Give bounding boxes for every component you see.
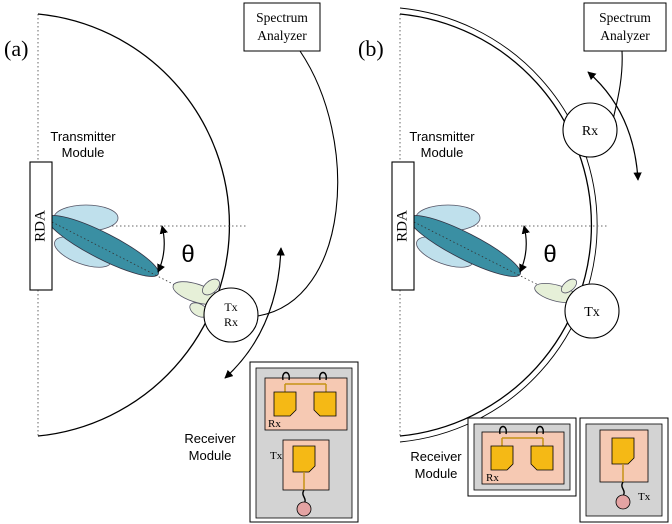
- tx-lobe-side-b: [560, 278, 578, 294]
- inset-tx-label-b: Tx: [638, 491, 651, 503]
- beam-direction-line-b: [413, 221, 573, 303]
- rda-box-b: [391, 161, 415, 291]
- rx-cable-right-a: [319, 371, 327, 381]
- spectrum-analyzer-label-b-2: Analyzer: [600, 28, 650, 43]
- theta-arrow-b: [519, 225, 530, 273]
- panel-b: Spectrum Analyzer (b) Rx Transmitter Mod…: [358, 2, 669, 523]
- beam-direction-line-a: [51, 221, 209, 303]
- rx-patch-left-b: [490, 445, 514, 471]
- panel-a: Spectrum Analyzer (a) Transmitter Module…: [4, 2, 359, 523]
- panel-label-a: (a): [4, 36, 28, 61]
- transmitter-module-label-b: Transmitter: [409, 129, 475, 144]
- spectrum-analyzer-box-a: [243, 2, 321, 52]
- node-tx-label-a: Tx: [224, 300, 237, 314]
- movement-arrow-a: [224, 247, 285, 379]
- tx-node-b: [564, 283, 620, 339]
- rx-patch-left-a: [273, 391, 297, 417]
- transmitter-module-label-b-2: Module: [421, 145, 464, 160]
- rx-lobe-side-upper-a: [202, 278, 220, 296]
- tx-pcb-inset-b: Tx: [579, 417, 669, 523]
- measurement-arc-outer-b: [399, 7, 598, 443]
- spectrum-analyzer-box-b: [583, 2, 667, 52]
- spectrum-analyzer-label-a: Spectrum: [256, 10, 308, 25]
- rx-node-b: [562, 102, 618, 158]
- tx-cable-b: [621, 481, 625, 497]
- inset-rx-label-a: Rx: [268, 418, 281, 430]
- theta-symbol-b: θ: [543, 241, 556, 268]
- measurement-arc-a: [37, 13, 231, 437]
- receiver-module-label-a-2: Module: [189, 448, 232, 463]
- node-rx-label-b: Rx: [582, 124, 598, 139]
- panel-label-b: (b): [358, 36, 384, 61]
- receiver-module-label-b: Receiver: [410, 449, 462, 464]
- receiver-module-label-a: Receiver: [184, 431, 236, 446]
- rx-cable-left-b: [499, 425, 507, 435]
- transmitter-module-label-a-2: Module: [62, 145, 105, 160]
- inset-rx-label-b: Rx: [486, 472, 499, 484]
- transmitter-module-label-a: Transmitter: [50, 129, 116, 144]
- rx-cable-left-a: [282, 371, 290, 381]
- node-rx-label-a: Rx: [224, 315, 238, 329]
- rx-cable-right-b: [536, 425, 544, 435]
- cable-a: [257, 50, 339, 317]
- rx-pcb-inset-b: Rx: [467, 417, 577, 497]
- theta-arrow-a: [157, 225, 168, 273]
- inset-tx-label-a: Tx: [270, 450, 283, 462]
- rx-patch-right-b: [530, 445, 554, 471]
- receiver-module-label-b-2: Module: [415, 466, 458, 481]
- rx-patch-right-a: [313, 391, 337, 417]
- spectrum-analyzer-label-a-2: Analyzer: [257, 28, 307, 43]
- rda-label-b: RDA: [394, 210, 410, 242]
- node-tx-label-b: Tx: [584, 305, 600, 320]
- tx-connector-a: [296, 501, 312, 517]
- tx-patch-a: [292, 445, 316, 473]
- tx-connector-b: [615, 494, 631, 510]
- measurement-arc-b: [399, 13, 593, 437]
- theta-symbol-a: θ: [181, 241, 194, 268]
- rda-box-a: [29, 161, 53, 291]
- receiver-pcb-inset-a: Rx Tx: [249, 361, 359, 523]
- rda-label-a: RDA: [32, 210, 48, 242]
- movement-arrow-b: [587, 71, 642, 181]
- spectrum-analyzer-label-b: Spectrum: [599, 10, 651, 25]
- tx-patch-b: [611, 437, 635, 465]
